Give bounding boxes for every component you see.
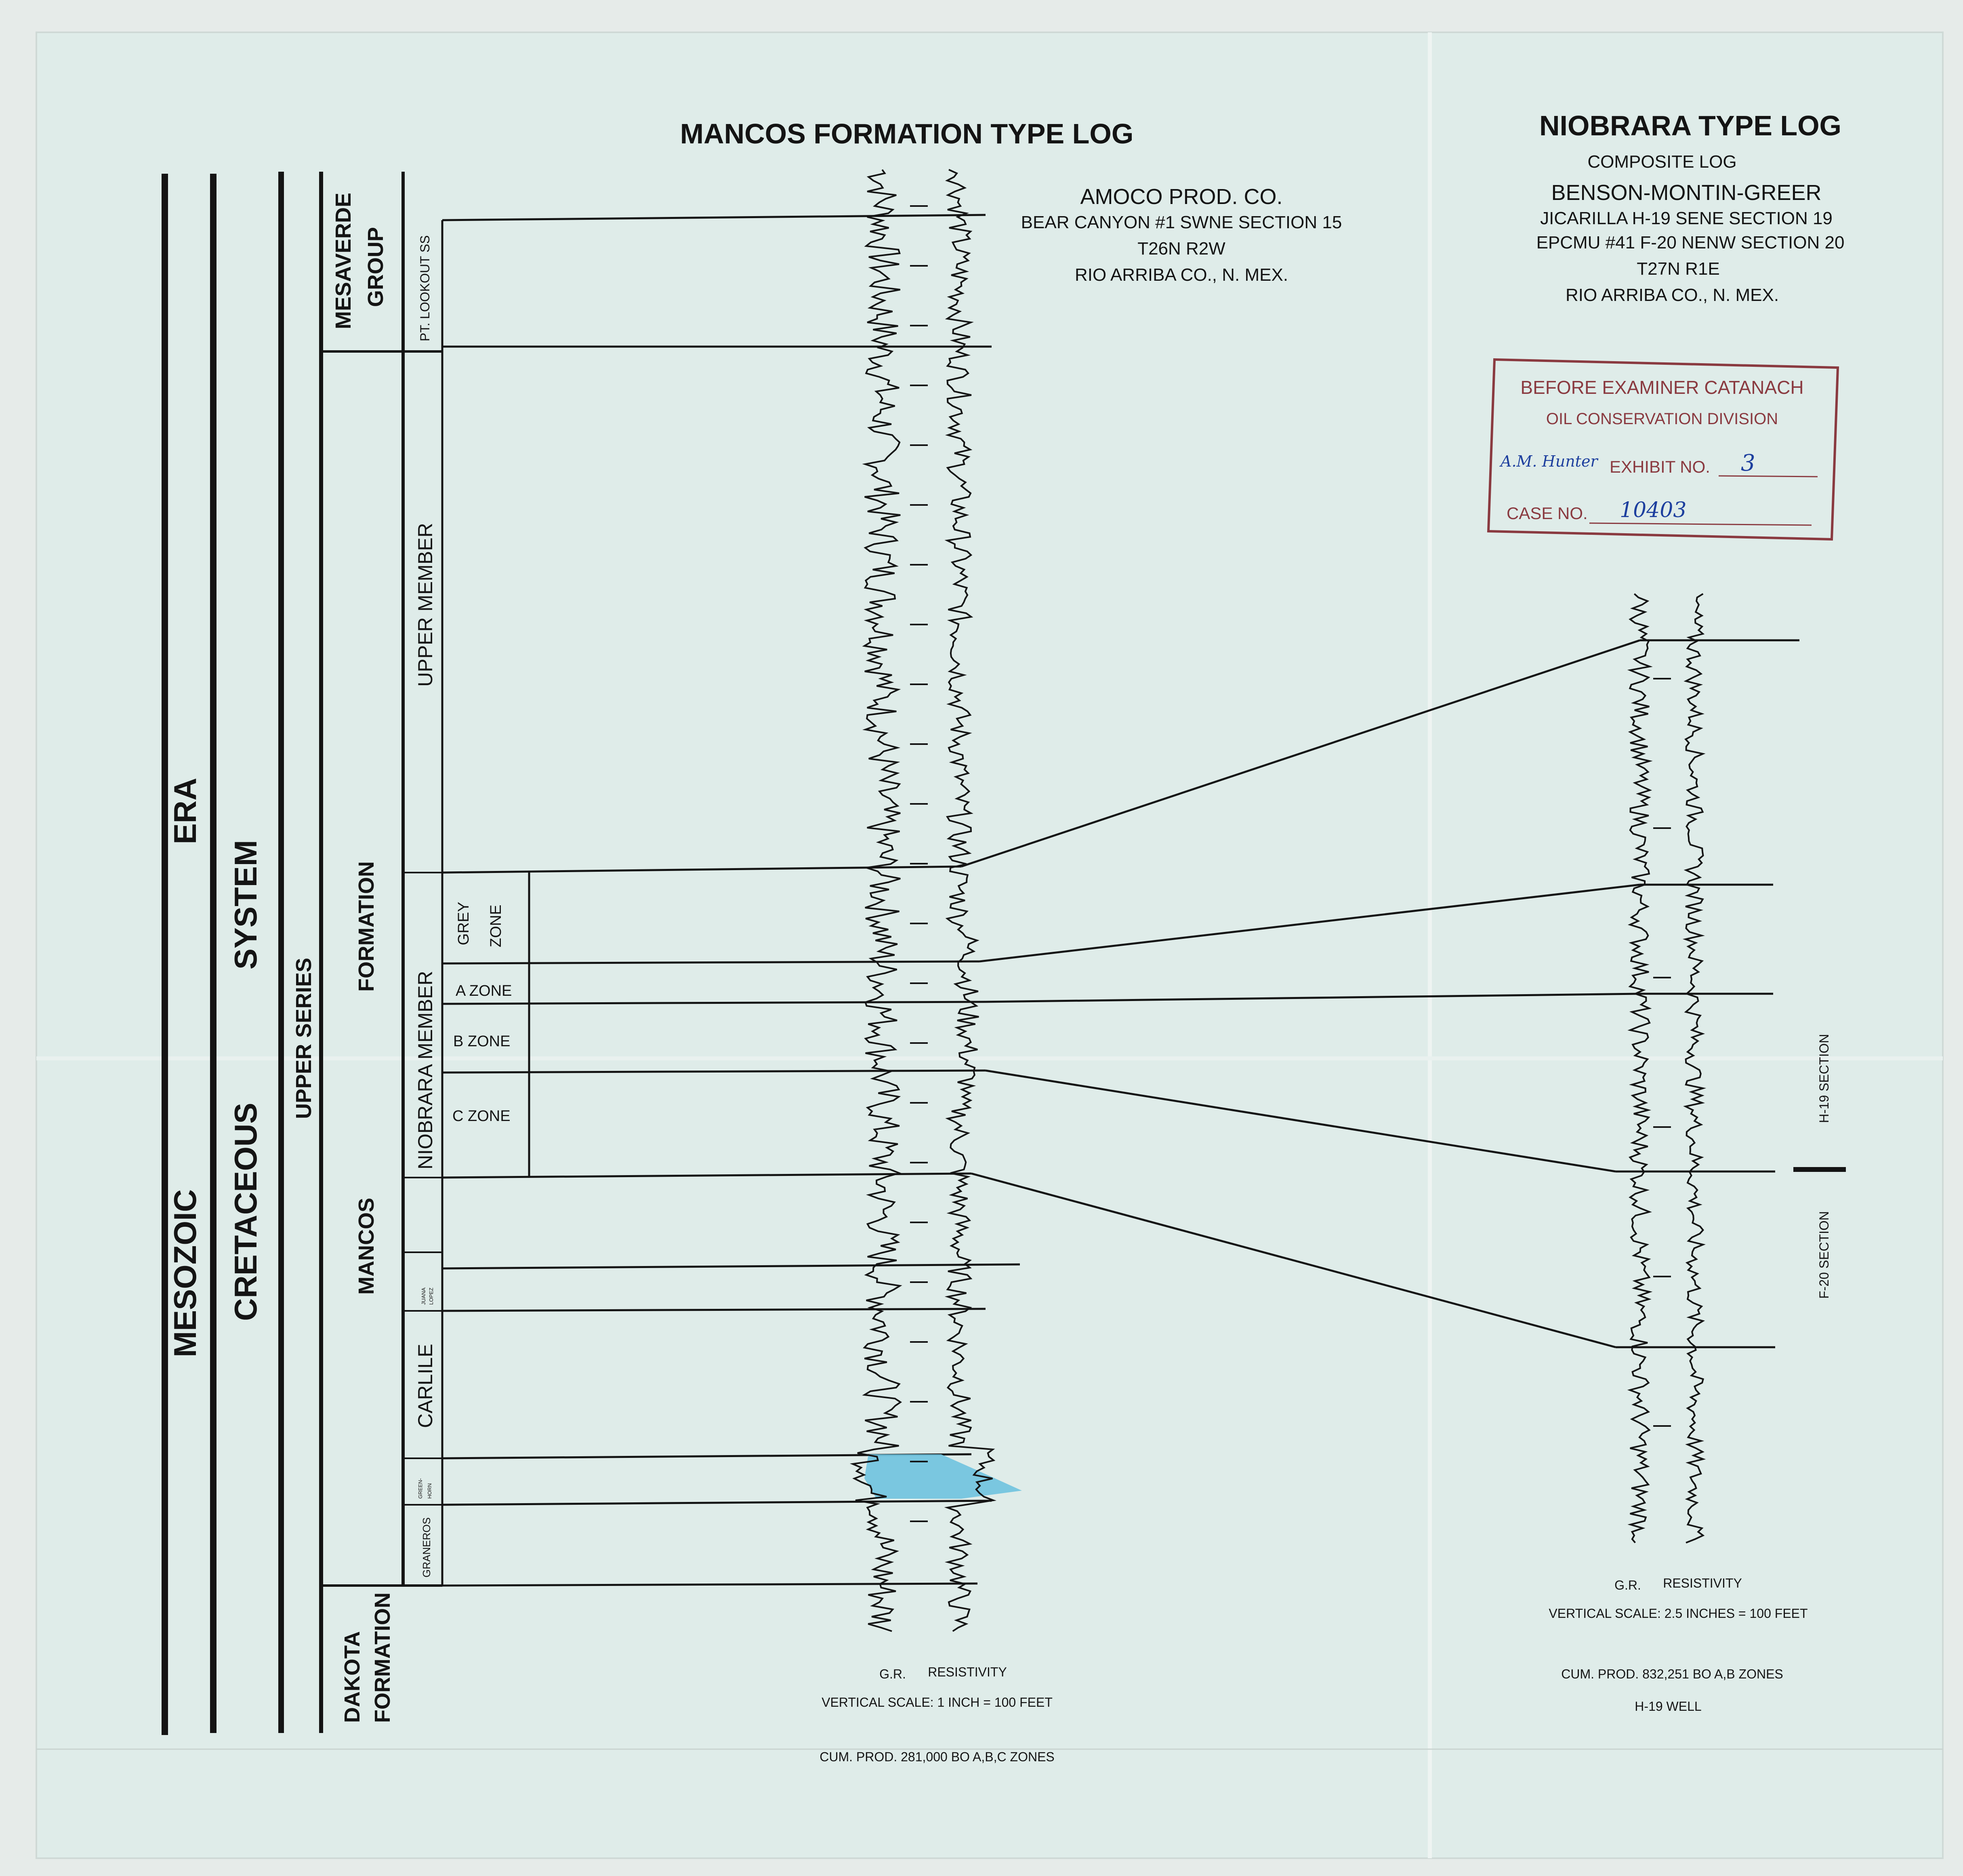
mancos-footer: G.R. RESISTIVITY VERTICAL SCALE: 1 INCH … [820,1665,1055,1764]
greenhorn-label-1: GREEN- [417,1478,423,1499]
juana-lopez-top [442,1263,1020,1270]
b-zone-top [442,1001,986,1005]
juana-lopez-label-1: JUANA [420,1287,427,1305]
formation-label: FORMATION [354,861,378,992]
greenhorn-highlight [864,1454,1022,1499]
corr-c-zone [985,1069,1616,1173]
mancos-title: MANCOS FORMATION TYPE LOG [680,118,1134,149]
niobrara-gr-curve [1627,593,1653,1544]
niobrara-county: RIO ARRIBA CO., N. MEX. [1566,285,1779,305]
mancos-label: MANCOS [354,1198,378,1295]
stamp-case-line [1589,522,1812,526]
series-label: UPPER SERIES [292,958,316,1119]
corr-niobrara-top [961,639,1640,868]
grey-zone-label-1: GREY [455,902,472,945]
system-label-system: SYSTEM [228,840,263,970]
stamp-line1: BEFORE EXAMINER CATANACH [1520,377,1803,398]
greenhorn-label-2: HORN [427,1483,433,1499]
mancos-res-curve [944,169,996,1632]
mesaverde-top [442,214,986,221]
niobrara-gr-label: G.R. [1614,1578,1641,1592]
graneros-label: GRANEROS [420,1517,433,1577]
niobrara-base [442,1172,972,1179]
niobrara-scale: VERTICAL SCALE: 2.5 INCHES = 100 FEET [1549,1606,1807,1621]
column-labels: MESOZOIC ERA CRETACEOUS SYSTEM UPPER SER… [167,193,512,1723]
dakota-label-2: FORMATION [370,1592,395,1723]
niobrara-well2: EPCMU #41 F-20 NENW SECTION 20 [1536,233,1845,252]
mesaverde-label-2: GROUP [364,227,388,307]
upper-member-label: UPPER MEMBER [414,523,437,687]
corr-a-zone [979,883,1640,963]
mesaverde-label-1: MESAVERDE [331,193,355,329]
niobrara-res-label: RESISTIVITY [1663,1576,1742,1590]
niobrara-well-note: H-19 WELL [1635,1699,1701,1714]
niobrara-township: T27N R1E [1637,259,1719,279]
mancos-res-label: RESISTIVITY [928,1665,1007,1679]
dakota-label-1: DAKOTA [340,1631,364,1723]
mancos-operator: AMOCO PROD. CO. [1080,185,1282,209]
era-label-mesozoic: MESOZOIC [167,1189,203,1357]
carlile-label: CARLILE [414,1344,437,1428]
graneros-top [442,1500,992,1506]
mancos-township: T26N R2W [1137,239,1225,259]
a-zone-top [442,960,980,965]
mancos-horizons [442,214,1846,1587]
pt-lookout-label: PT. LOOKOUT SS [418,235,432,341]
h19-section-label: H-19 SECTION [1817,1034,1831,1123]
stamp-applicant: A.M. Hunter [1499,452,1599,470]
paper [36,32,1944,1859]
niobrara-top [442,865,962,874]
niobrara-cum-prod: CUM. PROD. 832,251 BO A,B ZONES [1561,1667,1783,1681]
stamp-exhibit-line [1718,475,1818,477]
carlile-top [442,1308,986,1312]
mancos-header: AMOCO PROD. CO. BEAR CANYON #1 SWNE SECT… [1021,185,1342,285]
system-label-cretaceous: CRETACEOUS [228,1103,263,1321]
dakota-top [442,1582,978,1587]
niobrara-res-curve [1682,593,1707,1544]
log-curves [849,169,1707,1632]
a-zone-label: A ZONE [456,982,512,999]
corr-niobrara-base [971,1172,1616,1348]
era-label-era: ERA [167,778,203,844]
grey-zone-label-2: ZONE [488,904,504,947]
niobrara-member-label: NIOBRARA MEMBER [414,971,437,1169]
depth-ticks [910,205,1671,1522]
mancos-cum-prod: CUM. PROD. 281,000 BO A,B,C ZONES [820,1750,1055,1764]
mancos-scale: VERTICAL SCALE: 1 INCH = 100 FEET [822,1695,1053,1710]
mancos-county: RIO ARRIBA CO., N. MEX. [1075,265,1288,285]
corr-b-zone [985,993,1640,1003]
niobrara-subtitle: COMPOSITE LOG [1587,152,1736,172]
juana-lopez-label-2: LOPEZ [428,1287,434,1305]
niobrara-title: NIOBRARA TYPE LOG [1539,110,1841,141]
stamp-border [1487,358,1839,541]
stamp-exhibit-label: EXHIBIT NO. [1610,457,1710,476]
niobrara-well1: JICARILLA H-19 SENE SECTION 19 [1540,208,1833,228]
stamp-exhibit-value: 3 [1741,450,1755,476]
stamp-line2: OIL CONSERVATION DIVISION [1546,410,1778,428]
niobrara-footer: G.R. RESISTIVITY VERTICAL SCALE: 2.5 INC… [1549,1034,1831,1714]
mancos-well: BEAR CANYON #1 SWNE SECTION 15 [1021,212,1342,232]
f20-section-label: F-20 SECTION [1817,1211,1831,1299]
niobrara-header: COMPOSITE LOG BENSON-MONTIN-GREER JICARI… [1536,152,1845,305]
stratigraphic-columns [162,172,530,1735]
b-zone-label: B ZONE [453,1033,510,1050]
mancos-gr-label: G.R. [879,1667,906,1681]
stamp-case-label: CASE NO. [1507,504,1588,523]
c-zone-label: C ZONE [452,1108,511,1125]
c-zone-top [442,1069,986,1074]
niobrara-field: BENSON-MONTIN-GREER [1551,181,1821,205]
stamp-case-value: 10403 [1620,498,1686,522]
mancos-gr-curve [849,169,902,1632]
examiner-stamp: BEFORE EXAMINER CATANACH OIL CONSERVATIO… [1487,358,1839,541]
